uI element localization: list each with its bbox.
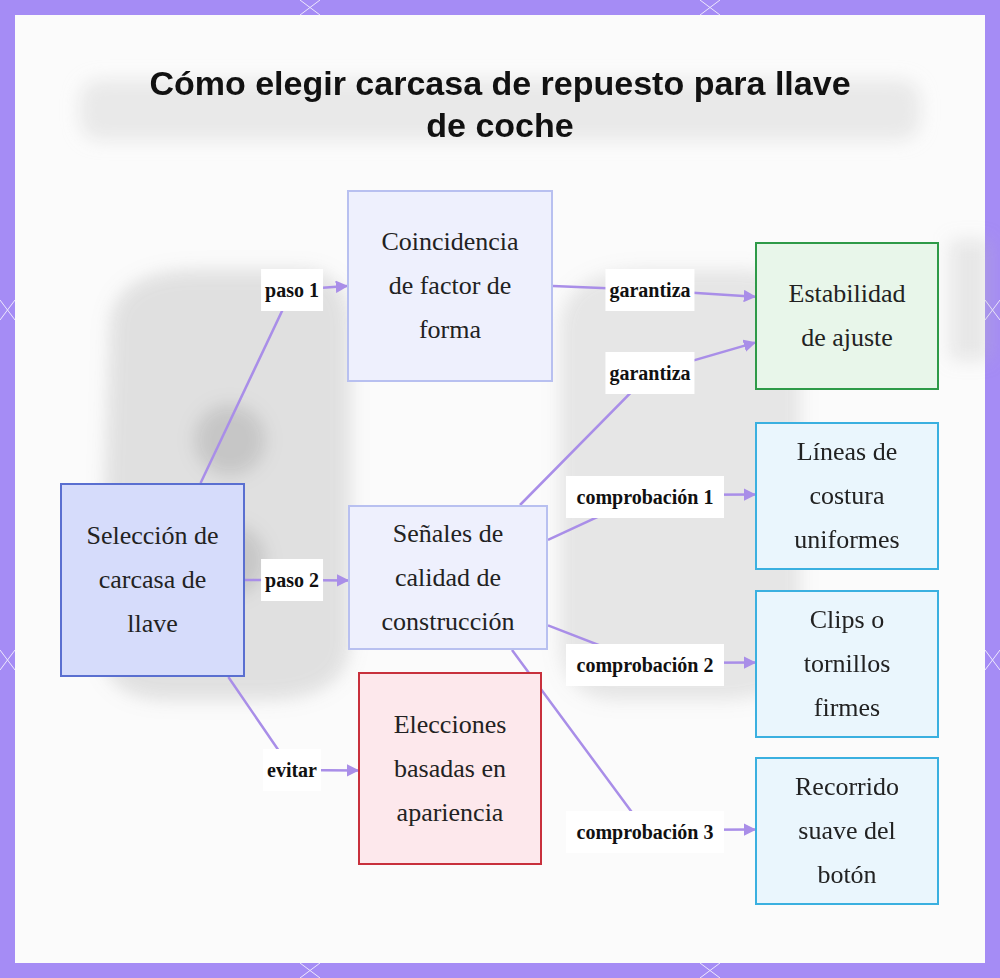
frame-line — [700, 0, 720, 15]
process-box: Coincidencia de factor de forma — [347, 190, 553, 382]
edge-label: evitar — [263, 749, 321, 791]
edge-label: comprobación 3 — [566, 811, 724, 853]
process-box: Estabilidad de ajuste — [755, 242, 939, 390]
frame-line — [300, 963, 320, 978]
frame-line — [300, 0, 320, 15]
node-text: Líneas de costura uniformes — [781, 430, 913, 562]
edge-label: comprobación 2 — [566, 644, 724, 686]
frame-line — [0, 650, 15, 670]
fob-button — [195, 405, 265, 475]
process-box: Líneas de costura uniformes — [755, 422, 939, 570]
edge-label: garantiza — [605, 352, 694, 394]
node-text: Selección de carcasa de llave — [82, 514, 223, 646]
node-text: Señales de calidad de construcción — [366, 512, 530, 644]
node-text: Coincidencia de factor de forma — [379, 220, 521, 352]
canvas — [15, 15, 985, 963]
node-text: Clips o tornillos firmes — [781, 598, 913, 730]
blurred-edge — [950, 240, 990, 360]
process-box: Selección de carcasa de llave — [60, 483, 245, 677]
frame-line — [700, 963, 720, 978]
connector-arrow — [201, 286, 347, 483]
process-box: Clips o tornillos firmes — [755, 590, 939, 738]
frame-line — [700, 0, 720, 15]
frame-line — [985, 650, 1000, 670]
frame-line — [300, 0, 320, 15]
frame-line — [300, 963, 320, 978]
edge-label: garantiza — [605, 269, 694, 311]
frame-line — [0, 650, 15, 670]
edge-label: comprobación 1 — [566, 476, 724, 518]
frame-line — [0, 300, 15, 320]
frame-line — [700, 963, 720, 978]
process-box: Elecciones basadas en apariencia — [358, 672, 542, 865]
node-text: Recorrido suave del botón — [781, 765, 913, 897]
diagram-title: Cómo elegir carcasa de repuesto para lla… — [140, 62, 860, 146]
process-box: Señales de calidad de construcción — [348, 505, 548, 650]
node-text: Estabilidad de ajuste — [781, 272, 913, 360]
frame-line — [985, 650, 1000, 670]
edge-label: paso 1 — [261, 269, 323, 311]
process-box: Recorrido suave del botón — [755, 757, 939, 905]
node-text: Elecciones basadas en apariencia — [384, 703, 516, 835]
frame-line — [0, 300, 15, 320]
edge-label: paso 2 — [261, 559, 323, 601]
